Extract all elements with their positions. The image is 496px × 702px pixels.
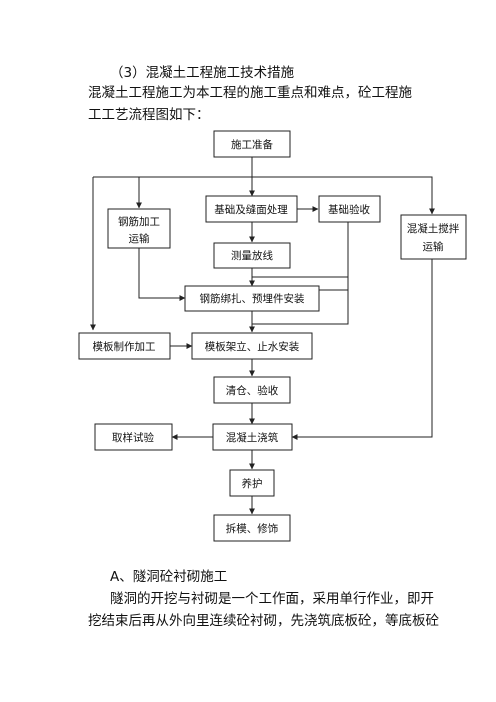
- flow-node-sampling: 取样试验: [94, 423, 173, 451]
- flow-node-survey: 测量放线: [213, 242, 291, 269]
- flow-node-curing: 养护: [229, 469, 275, 497]
- intro-line-2: 工工艺流程图如下：: [88, 107, 210, 123]
- flow-node-rebar-binding-label: 钢筋绑扎、预埋件安装: [200, 292, 305, 305]
- flow-node-clean-check: 清仓、验收: [213, 376, 291, 404]
- flow-node-rebar-binding: 钢筋绑扎、预埋件安装: [184, 285, 320, 312]
- flow-node-curing-label: 养护: [242, 477, 263, 490]
- flow-node-formwork-making-label: 模板制作加工: [93, 340, 156, 353]
- flow-node-pouring: 混凝土浇筑: [212, 423, 293, 451]
- flow-node-prep-label: 施工准备: [231, 138, 273, 151]
- flow-node-formwork-install: 模板架立、止水安装: [191, 332, 313, 360]
- flow-node-rebar-processing: 钢筋加工 运输: [107, 208, 171, 249]
- flow-connectors: [90, 157, 435, 515]
- flow-node-survey-label: 测量放线: [231, 249, 273, 262]
- body-line-1: 隧洞的开挖与衬砌是一个工作面，采用单行作业，即开: [110, 591, 434, 607]
- flow-node-prep: 施工准备: [213, 130, 291, 158]
- flow-node-pouring-label: 混凝土浇筑: [226, 431, 279, 444]
- flow-node-formwork-making: 模板制作加工: [78, 332, 171, 360]
- flow-node-foundation-check-label: 基础验收: [328, 203, 370, 216]
- flow-node-demold: 拆模、修饰: [213, 514, 291, 542]
- intro-line-1: 混凝土工程施工为本工程的施工重点和难点，砼工程施: [88, 85, 412, 101]
- flow-node-rebar-processing-label-2: 运输: [129, 232, 150, 245]
- flow-node-foundation-check: 基础验收: [318, 195, 381, 223]
- flow-node-rebar-processing-label-1: 钢筋加工: [118, 215, 160, 228]
- body-line-2: 挖结束后再从外向里连续砼衬砌，先浇筑底板砼，等底板砼: [88, 613, 439, 629]
- flow-node-concrete-mixing: 混凝土搅拌 运输: [400, 214, 467, 260]
- flow-node-formwork-install-label: 模板架立、止水安装: [205, 340, 300, 353]
- flow-node-sampling-label: 取样试验: [112, 431, 154, 444]
- flow-node-clean-check-label: 清仓、验收: [226, 384, 279, 397]
- flow-node-foundation-label: 基础及缝面处理: [214, 203, 288, 216]
- section-a-title: A、隧洞砼衬砌施工: [110, 569, 228, 585]
- flow-node-foundation: 基础及缝面处理: [205, 195, 298, 223]
- flow-node-concrete-mixing-label-1: 混凝土搅拌: [407, 222, 460, 235]
- flow-node-demold-label: 拆模、修饰: [226, 522, 279, 535]
- section-heading: （3）混凝土工程施工技术措施: [110, 65, 295, 81]
- flow-node-concrete-mixing-label-2: 运输: [423, 240, 444, 253]
